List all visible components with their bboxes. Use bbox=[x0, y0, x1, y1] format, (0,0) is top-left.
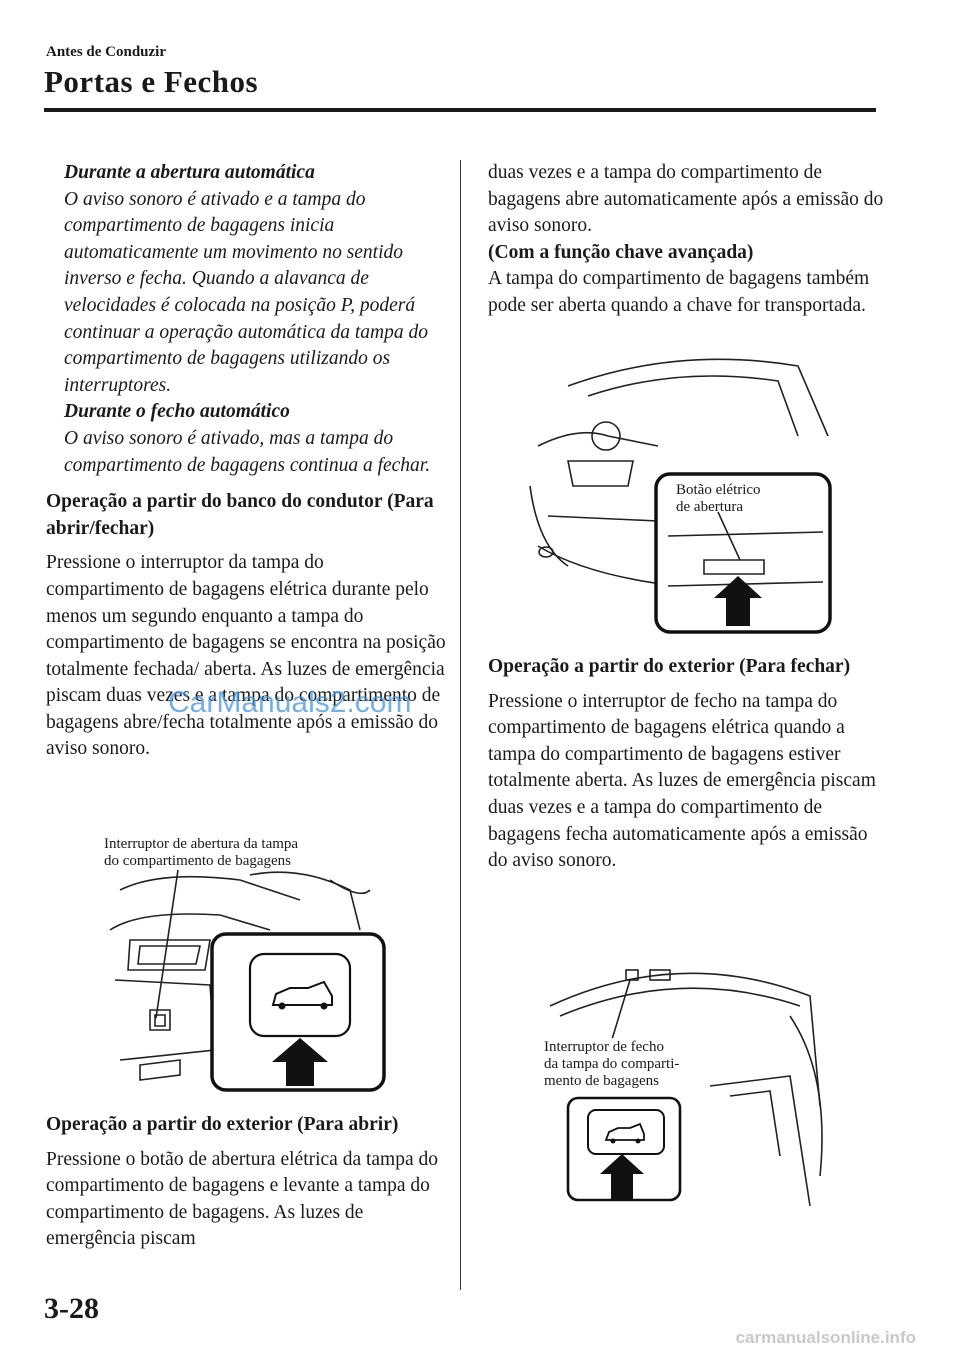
exterior-open-text: Pressione o botão de abertura elétrica d… bbox=[46, 1148, 439, 1250]
right-column-bottom: Operação a partir do exterior (Para fech… bbox=[488, 654, 888, 875]
fig3-open-liftgate-illustration bbox=[549, 969, 823, 1206]
left-column-bottom: Operação a partir do exterior (Para abri… bbox=[46, 1112, 446, 1253]
section-label: Antes de Conduzir bbox=[46, 44, 167, 60]
auto-open-text: O aviso sonoro é ativado e a tampa do co… bbox=[64, 188, 428, 396]
page-number: 3-28 bbox=[44, 1292, 99, 1325]
auto-close-text: O aviso sonoro é ativado, mas a tampa do… bbox=[64, 427, 431, 476]
keyless-heading: (Com a função chave avançada) bbox=[488, 241, 754, 263]
exterior-open-heading: Operação a partir do exterior (Para abri… bbox=[46, 1114, 399, 1135]
right-column: duas vezes e a tampa do compartimento de… bbox=[488, 160, 888, 320]
fig1-caption: Interruptor de abertura da tampa do comp… bbox=[104, 836, 299, 869]
page-title: Portas e Fechos bbox=[44, 64, 259, 99]
fig2-rear-car-illustration bbox=[529, 358, 832, 634]
up-arrow-icon bbox=[272, 1038, 328, 1086]
exterior-close-text: Pressione o interruptor de fecho na tamp… bbox=[488, 690, 876, 872]
car-liftgate-icon bbox=[604, 1122, 645, 1144]
fig2-caption: Botão elétrico de abertura bbox=[676, 482, 761, 515]
driver-seat-heading: Operação a partir do banco do condutor (… bbox=[46, 491, 434, 539]
auto-close-heading: Durante o fecho automático bbox=[64, 401, 290, 423]
watermark-carmanualsonline[interactable]: carmanualsonline.info bbox=[735, 1328, 916, 1347]
exterior-close-heading: Operação a partir do exterior (Para fech… bbox=[488, 656, 851, 677]
column-divider bbox=[460, 160, 461, 1290]
right-continuation-text: duas vezes e a tampa do compartimento de… bbox=[488, 162, 884, 237]
watermark-carmanuals2[interactable]: CarManuals2.com bbox=[168, 686, 412, 719]
auto-open-heading: Durante a abertura automática bbox=[64, 162, 315, 183]
car-liftgate-icon bbox=[271, 980, 333, 1010]
keyless-text: A tampa do compartimento de bagagens tam… bbox=[488, 268, 870, 316]
fig3-caption: Interruptor de fecho da tampa do compart… bbox=[542, 1038, 682, 1091]
left-column: Durante a abertura automática O aviso so… bbox=[46, 160, 446, 763]
driver-seat-text: Pressione o interruptor da tampa do comp… bbox=[46, 552, 446, 760]
up-arrow-icon bbox=[600, 1154, 644, 1200]
title-rule bbox=[44, 108, 876, 112]
fig1-dashboard-illustration bbox=[109, 870, 386, 1092]
up-arrow-icon bbox=[714, 576, 762, 626]
